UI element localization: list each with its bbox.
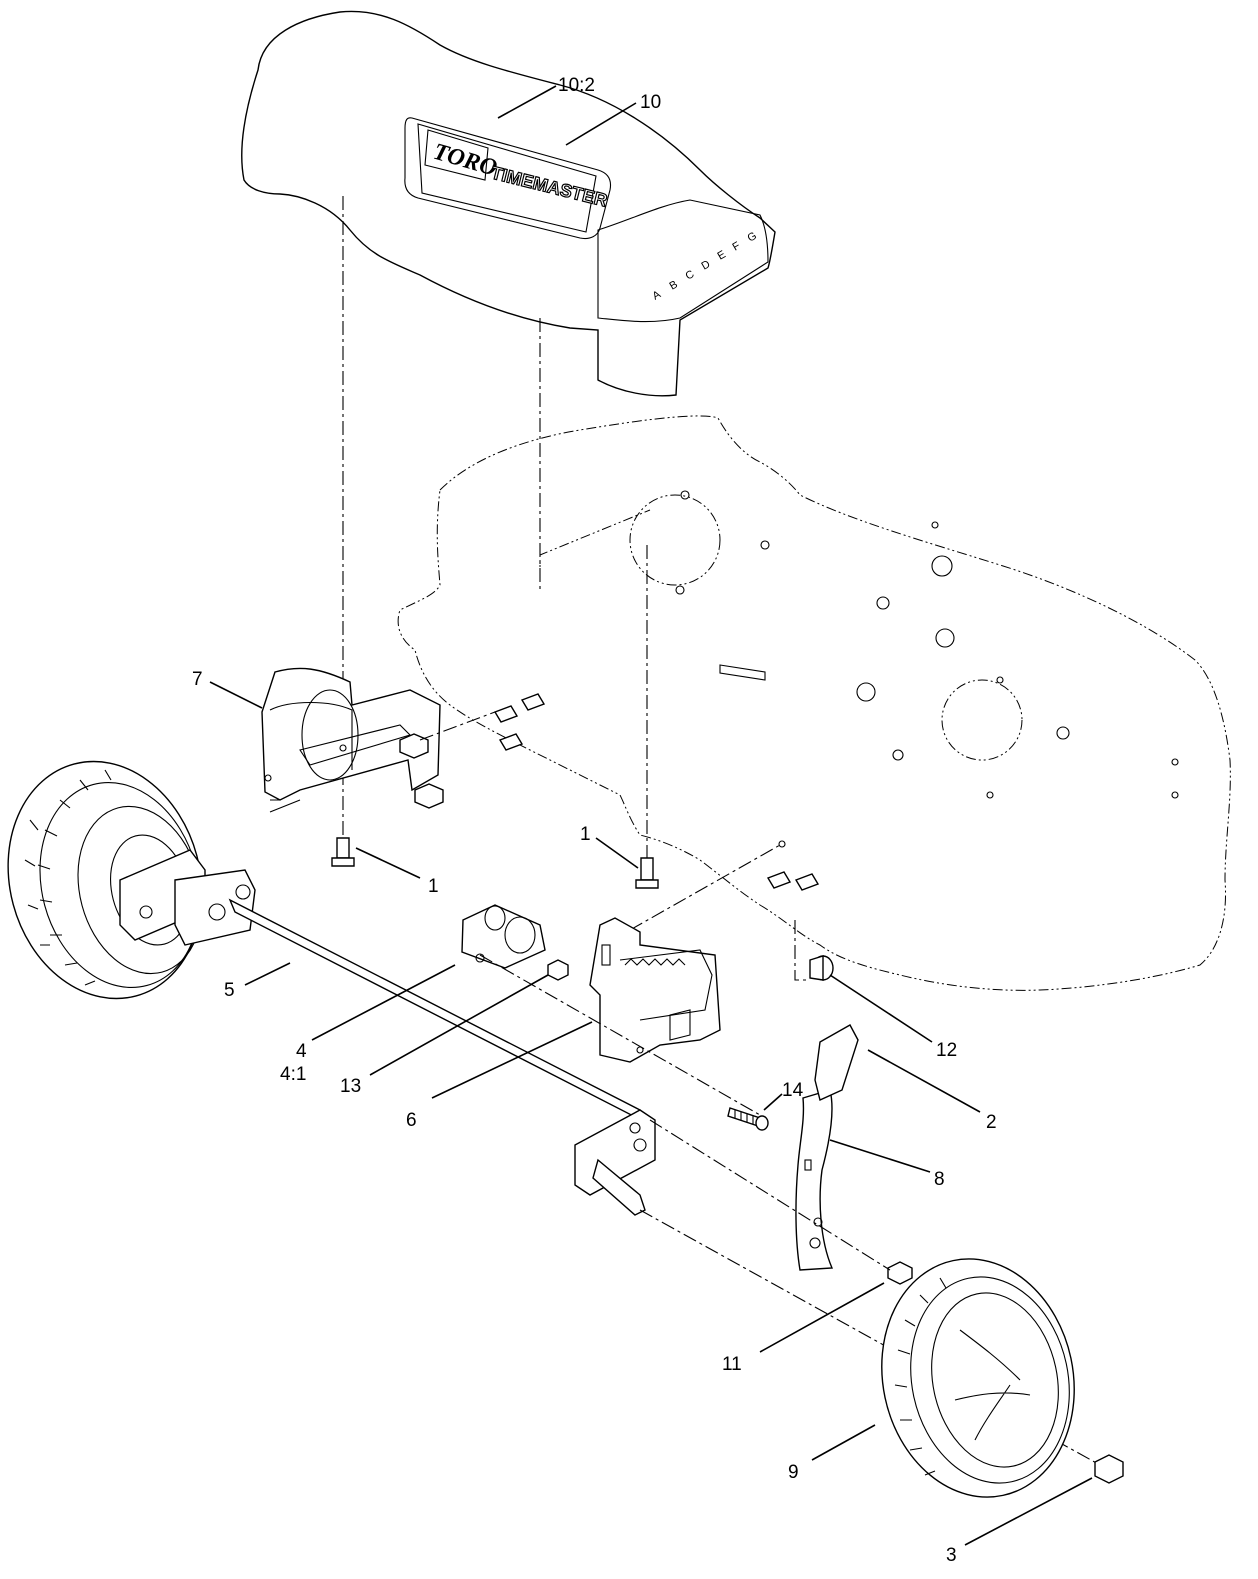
- callout-8: 8: [934, 1169, 945, 1190]
- callout-9: 9: [788, 1462, 799, 1483]
- callout-4: 4: [296, 1041, 307, 1062]
- screw: [727, 1107, 769, 1131]
- axle-rod: [228, 898, 647, 1124]
- callout-2: 2: [986, 1112, 997, 1133]
- callout-5: 5: [224, 980, 235, 1001]
- deck-pins-left: [419, 693, 546, 751]
- lever-grip: [814, 1024, 859, 1101]
- rear-axle-pivot: [119, 849, 256, 946]
- callout-1-right: 1: [580, 824, 591, 845]
- rear-height-adjuster: [261, 667, 444, 813]
- callout-10: 10: [640, 92, 661, 113]
- leader-lines: [209, 85, 1093, 1546]
- callout-3: 3: [946, 1545, 957, 1566]
- callouts: 10:2 10 7 1 1 5 4 4:1 13 6 12 14 2 8 11 …: [192, 75, 997, 1566]
- bolt-left: [331, 837, 355, 867]
- callout-12: 12: [936, 1040, 957, 1061]
- assembly-line-a: [479, 954, 761, 1116]
- wheel-nut: [1094, 1454, 1124, 1484]
- axle-bolt: [887, 1261, 913, 1285]
- callout-11: 11: [722, 1354, 742, 1375]
- front-wheel: [881, 1258, 1075, 1498]
- bolt-right: [635, 857, 659, 889]
- front-height-adjuster: [589, 917, 721, 1063]
- callout-1-left: 1: [428, 876, 439, 897]
- assembly-line-b: [649, 1119, 891, 1271]
- callout-13: 13: [340, 1076, 361, 1097]
- callout-6: 6: [406, 1110, 417, 1131]
- adjuster-lever: [795, 1089, 834, 1271]
- callout-14: 14: [782, 1080, 804, 1101]
- front-axle-bracket: [574, 1109, 656, 1216]
- pivot-bracket: [461, 904, 546, 969]
- callout-4-1: 4:1: [280, 1064, 306, 1085]
- shroud-cover: TORO TIMEMASTER A B C D E F G: [241, 10, 776, 397]
- callout-7: 7: [192, 669, 203, 690]
- shoulder-bolt: [794, 920, 834, 981]
- mower-deck-outline: [397, 415, 1231, 991]
- deck-pins-right: [629, 840, 820, 931]
- nut: [547, 959, 569, 981]
- callout-10-2: 10:2: [558, 75, 595, 96]
